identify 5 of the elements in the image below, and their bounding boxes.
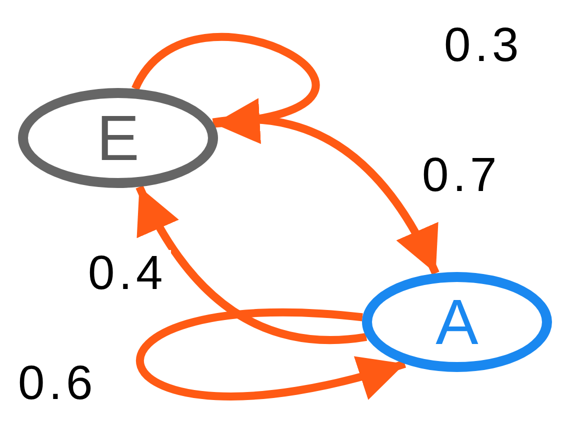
state-label: A bbox=[436, 290, 478, 354]
arrow bbox=[132, 34, 319, 142]
arrow bbox=[212, 116, 440, 275]
state-label: E bbox=[96, 106, 140, 170]
arrow bbox=[136, 185, 367, 344]
